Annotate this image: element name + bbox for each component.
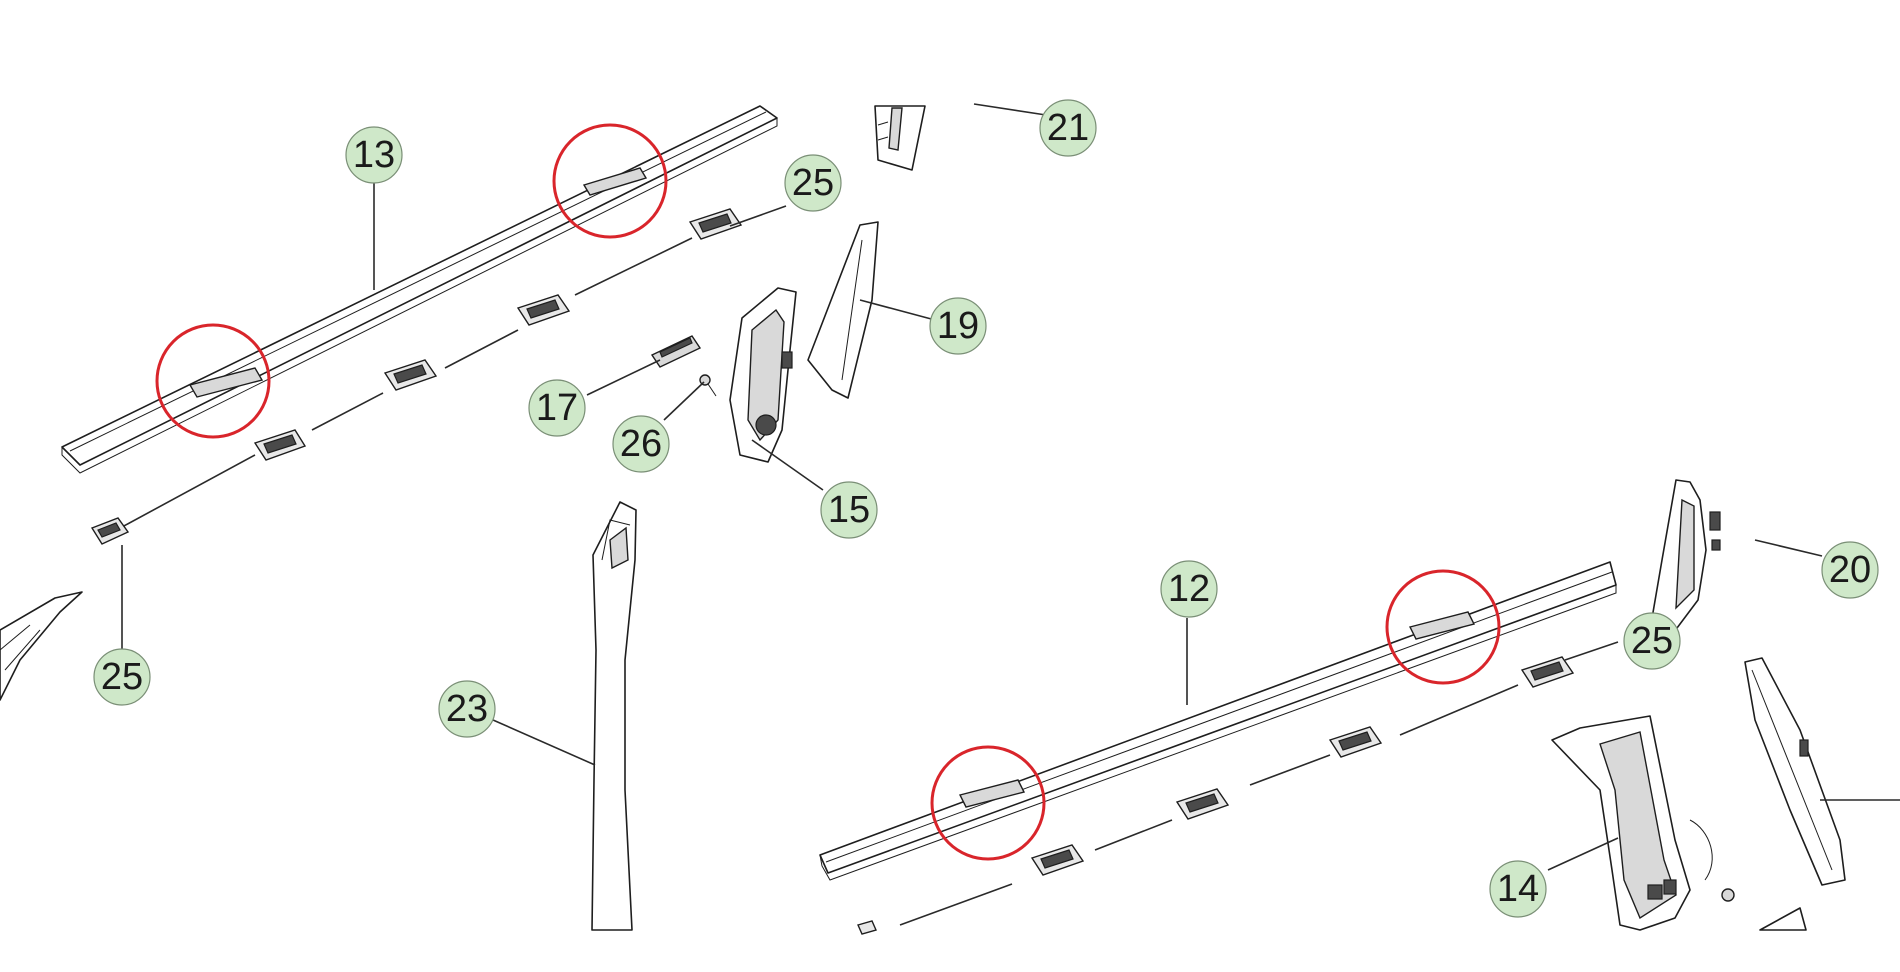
sill-trim-lower [819, 561, 1617, 881]
callout-14: 14 [1489, 860, 1547, 918]
callout-13: 13 [345, 126, 403, 184]
callout-26: 26 [612, 415, 670, 473]
clip-4 [516, 294, 571, 326]
highlight-ring-lower-left [930, 745, 1046, 861]
clip-6 [1030, 844, 1085, 876]
svg-text:25: 25 [1631, 620, 1673, 662]
svg-text:21: 21 [1047, 107, 1089, 149]
part-20-pillar-upper [1649, 479, 1721, 641]
callout-15: 15 [820, 481, 878, 539]
highlight-ring-lower-right [1385, 569, 1501, 685]
part-21-bracket [874, 105, 926, 171]
callout-25-lower: 25 [1623, 612, 1681, 670]
callout-12: 12 [1160, 560, 1218, 618]
clip-3 [383, 359, 438, 391]
callout-19: 19 [929, 297, 987, 355]
highlight-ring-upper-right [552, 123, 668, 239]
sill-pad-lower-right [1408, 611, 1476, 640]
clip-5 [688, 208, 743, 240]
part-26-screw [699, 374, 717, 397]
svg-text:25: 25 [101, 656, 143, 698]
callout-17: 17 [528, 379, 586, 437]
clip-1 [90, 517, 130, 545]
clip-9 [1520, 656, 1575, 688]
callout-25-upper-left: 25 [93, 648, 151, 706]
callout-25-upper-right: 25 [784, 154, 842, 212]
part-23-pillar [591, 501, 637, 931]
svg-text:26: 26 [620, 423, 662, 465]
part-15-b-pillar-lower [729, 287, 797, 463]
callout-21: 21 [1039, 99, 1097, 157]
svg-text:14: 14 [1497, 868, 1539, 910]
part-right-pillar [1744, 657, 1846, 886]
leader-lines [121, 103, 1900, 871]
svg-text:23: 23 [446, 688, 488, 730]
clip-row-upper [90, 208, 743, 545]
svg-text:17: 17 [536, 387, 578, 429]
clip-2 [253, 429, 307, 461]
clip-8 [1328, 726, 1383, 758]
svg-text:25: 25 [792, 162, 834, 204]
svg-text:19: 19 [937, 305, 979, 347]
svg-text:13: 13 [353, 134, 395, 176]
sill-pad-upper-left [188, 367, 264, 398]
sill-pad-upper-right [582, 167, 648, 196]
callout-20: 20 [1821, 541, 1879, 599]
part-14-pillar-lower [1551, 715, 1735, 931]
clip-7 [1175, 788, 1230, 820]
sill-trim-upper [61, 105, 778, 474]
svg-text:12: 12 [1168, 568, 1210, 610]
sill-pad-lower-left [958, 779, 1026, 808]
part-19-pillar-trim [807, 221, 879, 399]
part-bottom-right-fragment [1759, 907, 1807, 931]
svg-text:20: 20 [1829, 549, 1871, 591]
clip-10 [857, 920, 877, 935]
highlight-ring-upper-left [155, 323, 271, 439]
svg-text:15: 15 [828, 489, 870, 531]
part-17-connector [650, 335, 702, 368]
callout-23: 23 [438, 680, 496, 738]
part-left-edge [0, 591, 83, 701]
clip-row-lower [857, 656, 1575, 935]
